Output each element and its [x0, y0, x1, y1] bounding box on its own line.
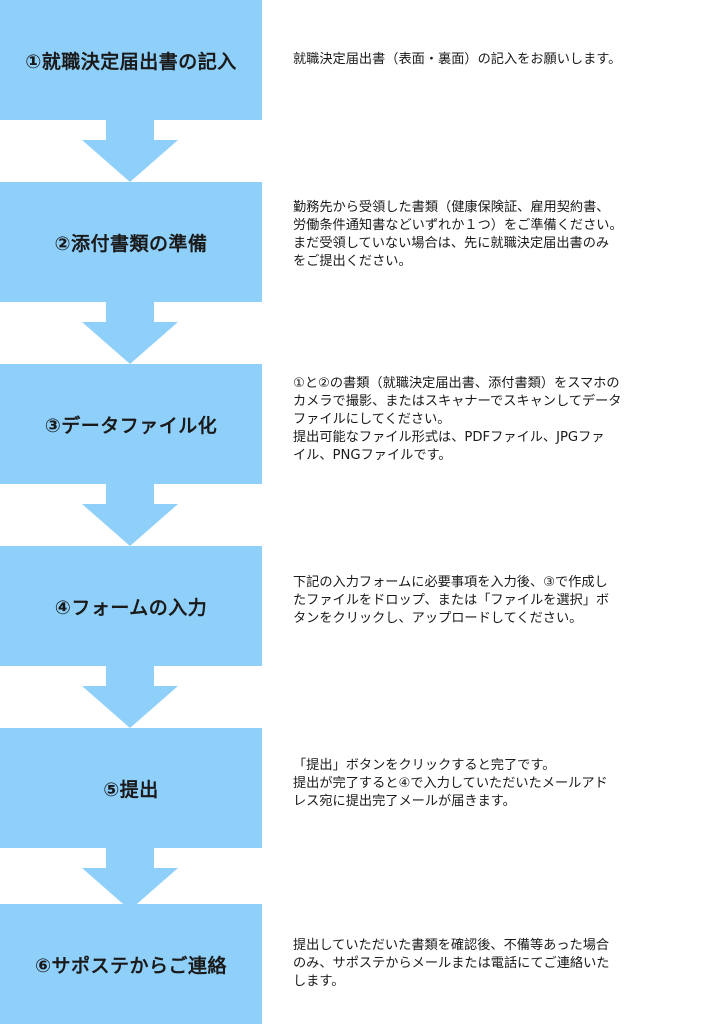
step-6-description-line: します。	[293, 974, 345, 989]
step-5-description-line: 提出が完了すると④で入力していただいたメールアド	[293, 776, 608, 791]
step-3-description-line: カメラで撮影、またはスキャナーでスキャンしてデータ	[293, 394, 622, 409]
step-5-description-line: 「提出」ボタンをクリックすると完了です。	[293, 758, 556, 773]
flow-arrow-1-2	[82, 120, 178, 182]
step-2-box: ②添付書類の準備	[0, 182, 262, 302]
step-6-title: ⑥サポステからご連絡	[34, 954, 228, 977]
step-1-box: ①就職決定届出書の記入	[0, 0, 262, 120]
step-4-description-line: たファイルをドロップ、または「ファイルを選択」ボ	[293, 593, 610, 608]
step-3-description-line: イル、PNGファイルです。	[293, 448, 452, 463]
step-2-description-line: まだ受領していない場合は、先に就職決定届出書のみ	[293, 236, 610, 251]
step-3-description: ①と②の書類（就職決定届出書、添付書類）をスマホの カメラで撮影、またはスキャナ…	[293, 375, 691, 465]
step-5-box: ⑤提出	[0, 728, 262, 848]
step-6-description: 提出していただいた書類を確認後、不備等あった場合 のみ、サポステからメールまたは…	[293, 937, 691, 991]
step-5-description-line: レス宛に提出完了メールが届きます。	[293, 794, 516, 809]
flow-arrow-4-5	[82, 666, 178, 728]
step-3-box: ③データファイル化	[0, 364, 262, 484]
step-3-description-line: ファイルにしてください。	[293, 412, 451, 427]
step-2-description-line: 勤務先から受領した書類（健康保険証、雇用契約書、	[293, 200, 610, 215]
flow-arrow-5-6	[82, 848, 178, 910]
step-4-description-line: タンをクリックし、アップロードしてください。	[293, 611, 583, 626]
step-2-description-line: 労働条件通知書などいずれか１つ）をご準備ください。	[293, 218, 623, 233]
flow-arrow-2-3	[82, 302, 178, 364]
step-1-description-line: 就職決定届出書（表面・裏面）の記入をお願いします。	[293, 52, 622, 67]
step-4-description-line: 下記の入力フォームに必要事項を入力後、③で作成し	[293, 575, 608, 590]
step-4-box: ④フォームの入力	[0, 546, 262, 666]
step-3-description-line: 提出可能なファイル形式は、PDFファイル、JPGファ	[293, 430, 605, 445]
step-4-title: ④フォームの入力	[54, 596, 208, 619]
step-5-title: ⑤提出	[103, 778, 159, 801]
flow-arrow-3-4	[82, 484, 178, 546]
step-3-title: ③データファイル化	[44, 414, 218, 437]
step-6-description-line: 提出していただいた書類を確認後、不備等あった場合	[293, 938, 610, 953]
step-1-description: 就職決定届出書（表面・裏面）の記入をお願いします。	[293, 51, 691, 69]
step-2-title: ②添付書類の準備	[54, 232, 208, 255]
step-4-description: 下記の入力フォームに必要事項を入力後、③で作成し たファイルをドロップ、または「…	[293, 574, 691, 628]
step-1-title: ①就職決定届出書の記入	[25, 50, 237, 73]
step-3-description-line: ①と②の書類（就職決定届出書、添付書類）をスマホの	[293, 376, 620, 391]
step-5-description: 「提出」ボタンをクリックすると完了です。 提出が完了すると④で入力していただいた…	[293, 757, 691, 811]
step-6-description-line: のみ、サポステからメールまたは電話にてご連絡いた	[293, 956, 610, 971]
step-2-description: 勤務先から受領した書類（健康保険証、雇用契約書、 労働条件通知書などいずれか１つ…	[293, 199, 691, 271]
step-2-description-line: をご提出ください。	[293, 254, 412, 269]
step-6-box: ⑥サポステからご連絡	[0, 904, 262, 1024]
